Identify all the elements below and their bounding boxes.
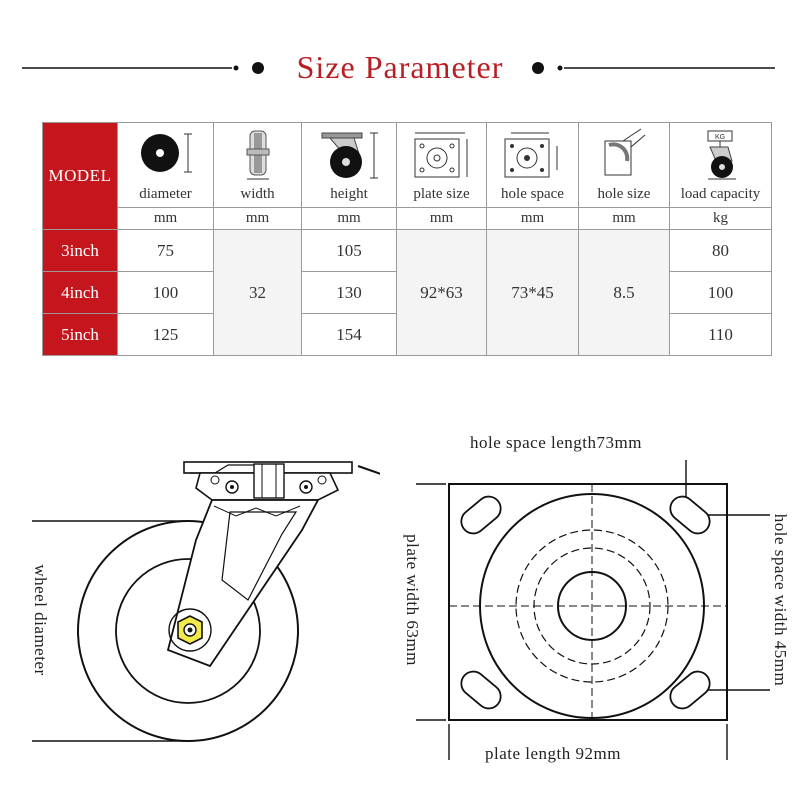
caster-height-icon: [321, 132, 378, 179]
unit-cell: mm: [396, 207, 487, 230]
caster-side-diagram: [32, 461, 380, 742]
model-3inch: 3inch: [42, 229, 118, 272]
pointer-arrow: [357, 465, 380, 475]
col-plate-size: plate size: [396, 122, 487, 208]
load-value: 100: [669, 271, 772, 314]
plate-size-value: 92*63: [396, 229, 487, 356]
model-5inch: 5inch: [42, 313, 118, 356]
load-value: 80: [669, 229, 772, 272]
col-load-capacity: KG load capacity: [669, 122, 772, 208]
col-label: hole space: [501, 186, 564, 202]
height-value: 154: [301, 313, 397, 356]
mount-slot-bottom-left: [460, 670, 502, 710]
center-hub: [557, 571, 627, 641]
raceway-outer: [479, 493, 705, 719]
width-value: 32: [213, 229, 302, 356]
kg-badge: KG: [715, 134, 725, 141]
plate-size-icon: [414, 132, 468, 178]
diameter-value: 100: [117, 271, 214, 314]
col-label: hole size: [597, 186, 651, 202]
height-value: 130: [301, 271, 397, 314]
wheel-disc-icon: [141, 133, 192, 173]
col-label: height: [330, 186, 368, 202]
raceway-dashed: [533, 547, 651, 665]
plate-top-diagram: [416, 460, 770, 760]
model-4inch: 4inch: [42, 271, 118, 314]
col-label: plate size: [413, 186, 470, 202]
height-value: 105: [301, 229, 397, 272]
title-decoration: [22, 62, 775, 74]
col-hole-size: hole size: [578, 122, 670, 208]
col-label: load capacity: [680, 186, 761, 202]
col-diameter: diameter: [117, 122, 214, 208]
page-title: Size Parameter: [296, 49, 504, 85]
hole-space-icon: [504, 132, 558, 178]
unit-cell: mm: [301, 207, 397, 230]
col-width: width: [213, 122, 302, 208]
diameter-value: 75: [117, 229, 214, 272]
col-hole-space: hole space: [486, 122, 579, 208]
wheel-diameter-label: wheel diameter: [31, 564, 50, 676]
hole-size-value: 8.5: [578, 229, 670, 356]
unit-cell: kg: [669, 207, 772, 230]
load-value: 110: [669, 313, 772, 356]
size-parameter-table: MODEL diameter width: [42, 122, 772, 356]
mount-slot-top-left: [460, 495, 502, 535]
wheel-side-icon: [246, 130, 270, 180]
col-label: diameter: [139, 186, 192, 202]
raceway-dashed: [515, 529, 669, 683]
col-height: height: [301, 122, 397, 208]
unit-cell: mm: [117, 207, 214, 230]
hole-space-value: 73*45: [486, 229, 579, 356]
col-label: width: [240, 186, 275, 202]
hole-size-icon: [604, 128, 646, 176]
diameter-value: 125: [117, 313, 214, 356]
unit-cell: mm: [213, 207, 302, 230]
unit-cell: mm: [486, 207, 579, 230]
unit-cell: mm: [578, 207, 670, 230]
mount-slot-top-right: [669, 495, 711, 535]
plate-length-label: plate length 92mm: [485, 744, 621, 763]
hole-space-length-label: hole space length73mm: [470, 433, 642, 452]
load-capacity-icon: KG: [707, 130, 736, 180]
plate-width-label: plate width 63mm: [403, 534, 422, 666]
model-header: MODEL: [42, 122, 118, 230]
hole-space-width-label: hole space width 45mm: [771, 513, 790, 687]
mount-slot-bottom-right: [669, 670, 711, 710]
